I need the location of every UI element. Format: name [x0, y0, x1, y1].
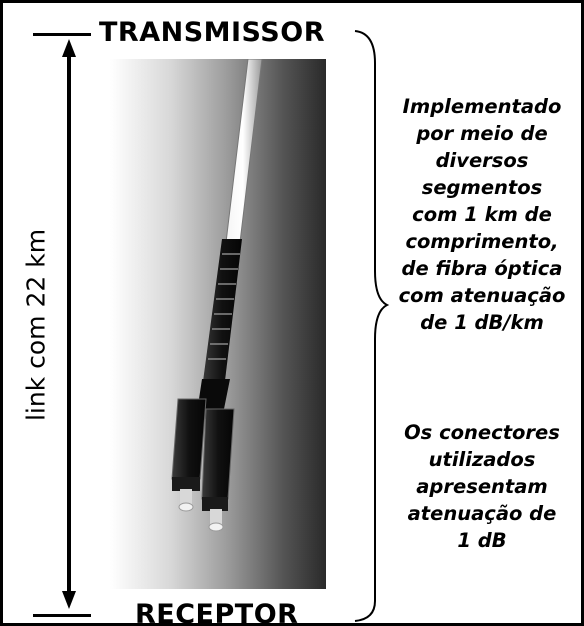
note-line: de 1 dB/km	[420, 311, 544, 334]
upper-right-curly-brace-icon	[354, 30, 390, 622]
note-line: de fibra óptica	[401, 257, 563, 280]
note-line: comprimento,	[405, 230, 559, 253]
note-line: Implementado	[402, 95, 562, 118]
top-tick-line	[33, 33, 91, 36]
note-line: com 1 km de	[412, 203, 552, 226]
bottom-tick-line	[33, 614, 91, 617]
double-headed-arrow-icon	[62, 39, 76, 609]
note-line: diversos	[435, 149, 529, 172]
note-line: 1 dB	[457, 529, 507, 552]
arrow-layer	[62, 30, 390, 622]
note-line: apresentam	[416, 475, 548, 498]
receiver-label: RECEPTOR	[135, 599, 299, 626]
note-line: por meio de	[416, 122, 548, 145]
fiber-description-note: Implementado por meio de diversos segmen…	[379, 93, 581, 336]
transmitter-label: TRANSMISSOR	[99, 17, 325, 48]
note-line: utilizados	[428, 448, 536, 471]
note-line: segmentos	[421, 176, 543, 199]
link-length-label: link com 22 km	[21, 228, 51, 422]
connector-description-note: Os conectores utilizados apresentam aten…	[379, 419, 581, 554]
note-line: com atenuação	[398, 284, 566, 307]
fiber-optic-connector-photo	[110, 59, 326, 589]
fiber-connector-icon	[171, 59, 263, 532]
note-line: Os conectores	[404, 421, 560, 444]
note-line: atenuação de	[407, 502, 557, 525]
